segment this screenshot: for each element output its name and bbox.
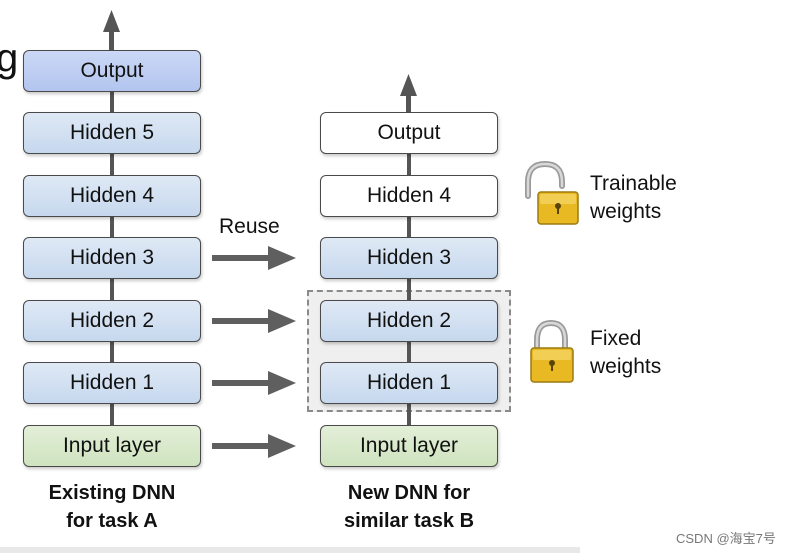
bottom-divider [0, 547, 580, 553]
layer-label: Input layer [359, 434, 459, 457]
layer-label: Hidden 2 [366, 309, 452, 332]
layer-label: Hidden 3 [366, 246, 452, 269]
layer-label: Hidden 1 [366, 371, 452, 394]
label-line: Trainable [590, 172, 677, 195]
layer-hidden-3: Hidden 3 [23, 237, 201, 279]
layer-connector [110, 404, 114, 425]
layer-hidden-3: Hidden 3 [320, 237, 498, 279]
layer-hidden-5: Hidden 5 [23, 112, 201, 154]
watermark: CSDN @海宝7号 [676, 531, 776, 546]
layer-connector [407, 404, 411, 425]
layer-hidden-2: Hidden 2 [23, 300, 201, 342]
layer-connector [407, 217, 411, 237]
layer-label: Hidden 4 [69, 184, 155, 207]
layer-hidden-4: Hidden 4 [320, 175, 498, 217]
layer-input: Input layer [320, 425, 498, 467]
closed-padlock-icon [530, 319, 574, 383]
trainable-weights-label: Trainable weights [590, 170, 677, 226]
layer-connector [407, 154, 411, 175]
layer-label: Hidden 1 [69, 371, 155, 394]
arrow-right-icon [212, 434, 296, 458]
layer-input: Input layer [23, 425, 201, 467]
open-padlock-icon [525, 160, 579, 225]
arrow-up-icon [400, 74, 417, 112]
layer-connector [407, 342, 411, 362]
layer-connector [407, 279, 411, 300]
layer-hidden-4: Hidden 4 [23, 175, 201, 217]
arrow-up-icon [103, 10, 120, 50]
layer-hidden-1: Hidden 1 [23, 362, 201, 404]
layer-output: Output [320, 112, 498, 154]
layer-label: Hidden 3 [69, 246, 155, 269]
label-line: weights [590, 355, 662, 378]
caption-line: Existing DNN [48, 482, 176, 504]
label-line: Fixed [590, 327, 642, 350]
network-caption: New DNN for similar task B [309, 479, 509, 535]
layer-connector [110, 342, 114, 362]
layer-connector [110, 154, 114, 175]
caption-line: for task A [66, 510, 158, 532]
caption-line: similar task B [343, 510, 475, 532]
layer-hidden-1: Hidden 1 [320, 362, 498, 404]
arrow-right-icon [212, 246, 296, 270]
caption-line: New DNN for [347, 482, 471, 504]
label-line: weights [590, 200, 662, 223]
layer-label: Hidden 2 [69, 309, 155, 332]
layer-hidden-2: Hidden 2 [320, 300, 498, 342]
layer-connector [110, 92, 114, 112]
layer-label: Output [377, 121, 441, 144]
arrow-right-icon [212, 371, 296, 395]
layer-label: Hidden 4 [366, 184, 452, 207]
layer-output: Output [23, 50, 201, 92]
clipped-letter: g [0, 36, 19, 80]
layer-label: Input layer [62, 434, 162, 457]
fixed-weights-label: Fixed weights [590, 325, 661, 381]
arrow-right-icon [212, 309, 296, 333]
reuse-label: Reuse [219, 215, 280, 238]
layer-label: Output [80, 59, 144, 82]
layer-connector [110, 217, 114, 237]
network-caption: Existing DNN for task A [12, 479, 212, 535]
layer-connector [110, 279, 114, 300]
layer-label: Hidden 5 [69, 121, 155, 144]
